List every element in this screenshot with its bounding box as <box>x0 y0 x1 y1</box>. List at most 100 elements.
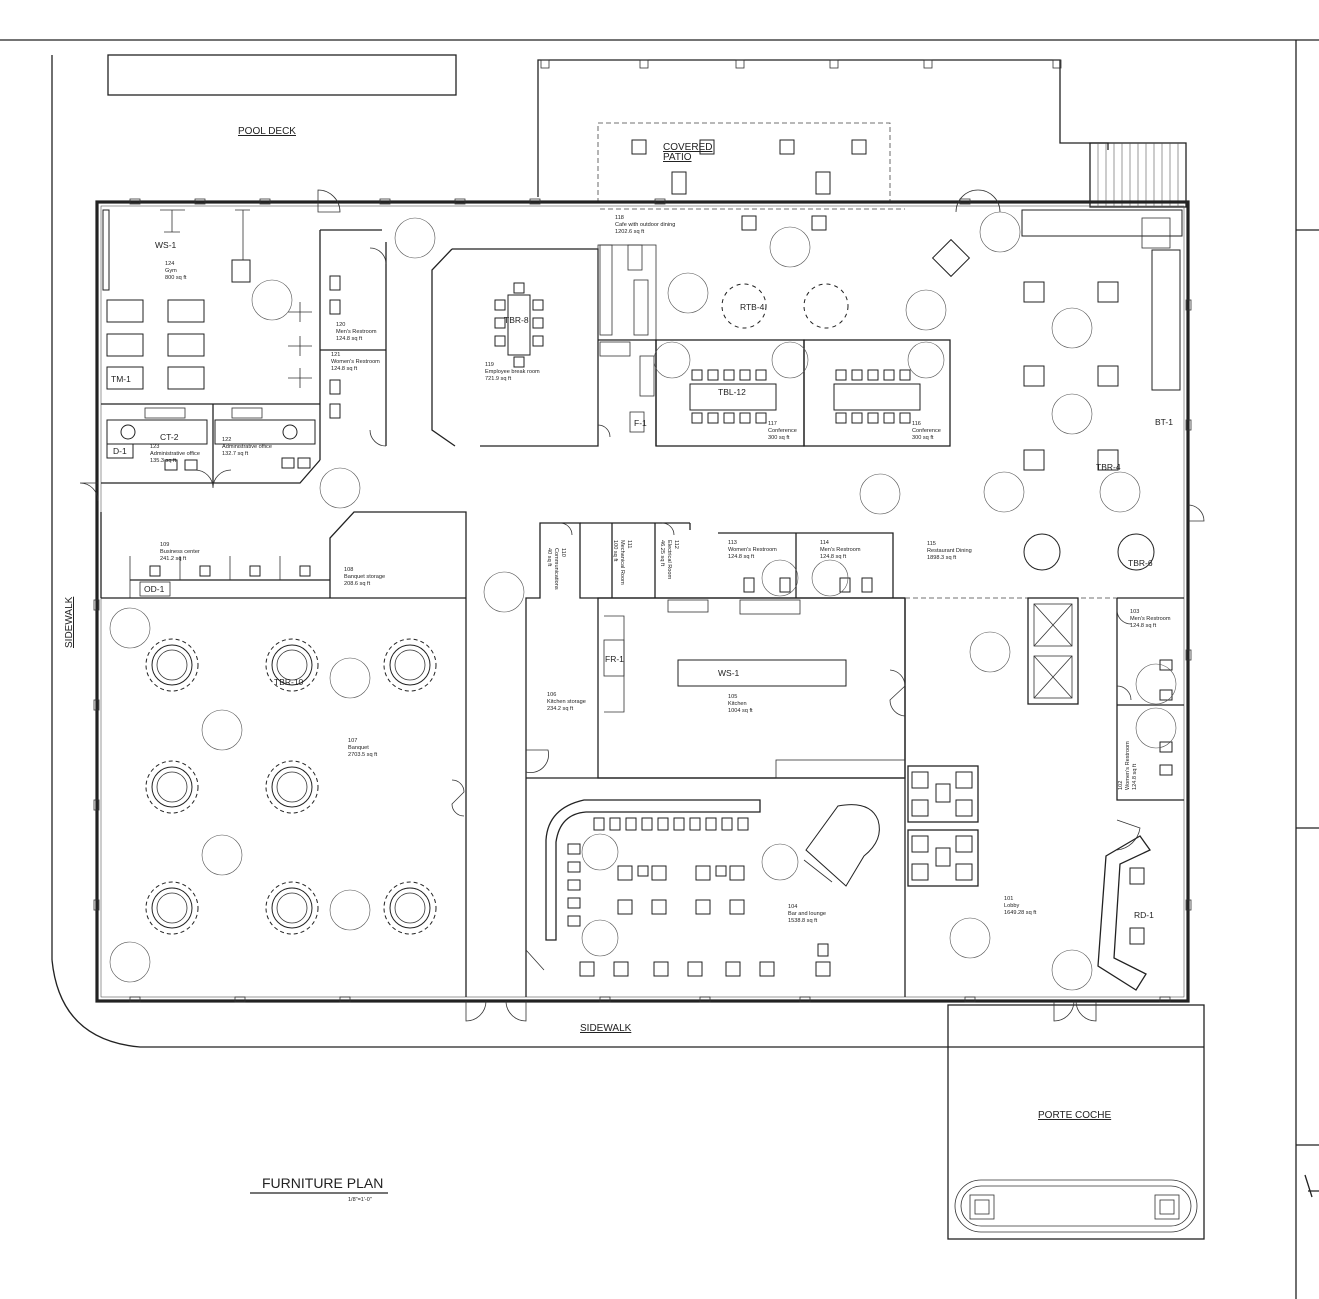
svg-text:Banquet storage: Banquet storage <box>344 574 385 580</box>
svg-text:Banquet: Banquet <box>348 745 369 751</box>
tag-bt1: BT-1 <box>1155 417 1173 427</box>
svg-text:118: 118 <box>615 215 624 221</box>
svg-text:Women's Restroom: Women's Restroom <box>1125 741 1131 790</box>
svg-text:Administrative office: Administrative office <box>150 451 200 457</box>
break-room-table <box>494 282 544 368</box>
window-markers <box>93 198 1192 1003</box>
room-121-label: 121 Women's Restroom 124.8 sq ft <box>331 352 380 372</box>
banquet-tables <box>145 638 437 935</box>
room-116-label: 116 Conference 300 sq ft <box>912 421 941 441</box>
elevators <box>1027 597 1079 705</box>
outside-labels: POOL DECK SIDEWALK SIDEWALK COVERED PATI… <box>64 126 1111 1121</box>
tag-rd1: RD-1 <box>1134 910 1154 920</box>
svg-text:109: 109 <box>160 542 169 548</box>
plan-scale: 1/8"=1'-0" <box>348 1197 372 1203</box>
svg-text:Bar and lounge: Bar and lounge <box>788 911 826 917</box>
porte-coche-label: PORTE COCHE <box>1038 1110 1111 1121</box>
tag-d1: D-1 <box>113 446 127 456</box>
svg-text:111: 111 <box>626 540 632 549</box>
svg-text:105: 105 <box>728 694 737 700</box>
tag-tbr4: TBR-4 <box>1096 462 1121 472</box>
sheet-border <box>0 39 1319 1299</box>
svg-text:106: 106 <box>547 692 556 698</box>
svg-text:Kitchen: Kitchen <box>728 701 747 707</box>
svg-text:Employee break room: Employee break room <box>485 369 540 375</box>
svg-text:113: 113 <box>728 540 737 546</box>
svg-text:208.6 sq ft: 208.6 sq ft <box>344 581 371 587</box>
room-110-label: 110 Communications 40 sq ft <box>546 548 566 590</box>
svg-text:800 sq ft: 800 sq ft <box>165 275 187 281</box>
restaurant-dining-tables <box>931 209 1183 571</box>
svg-text:Women's Restroom: Women's Restroom <box>728 547 777 553</box>
svg-text:Restaurant Dining: Restaurant Dining <box>927 548 972 554</box>
reception-desk <box>1097 835 1151 991</box>
conference-tables <box>689 369 921 424</box>
svg-text:124.8 sq ft: 124.8 sq ft <box>1130 623 1157 629</box>
svg-text:721.9 sq ft: 721.9 sq ft <box>485 376 512 382</box>
tag-rtb4: RTB-4 <box>740 302 765 312</box>
svg-text:100 sq ft: 100 sq ft <box>612 540 618 562</box>
svg-text:120: 120 <box>336 322 345 328</box>
tag-od1: OD-1 <box>144 584 165 594</box>
svg-text:117: 117 <box>768 421 777 427</box>
room-102-label: 102 Women's Restroom 124.8 sq ft <box>1118 741 1138 790</box>
room-109-label: 109 Business center 241.2 sq ft <box>160 542 200 562</box>
svg-text:112: 112 <box>673 540 679 549</box>
svg-text:124.8 sq ft: 124.8 sq ft <box>1132 763 1138 790</box>
svg-text:1649.28 sq ft: 1649.28 sq ft <box>1004 910 1037 916</box>
svg-text:124.8 sq ft: 124.8 sq ft <box>728 554 755 560</box>
room-108-label: 108 Banquet storage 208.6 sq ft <box>344 567 385 587</box>
furniture-tags: WS-1 TM-1 D-1 CT-2 TBR-8 TBL-12 RTB-4 OD… <box>111 240 1173 920</box>
covered-patio-label-2: PATIO <box>663 152 692 163</box>
room-123-label: 123 Administrative office 135.3 sq ft <box>150 444 200 464</box>
svg-text:121: 121 <box>331 352 340 358</box>
sidewalk-left-label: SIDEWALK <box>64 596 75 648</box>
svg-text:Men's Restroom: Men's Restroom <box>1130 616 1171 622</box>
svg-text:Communications: Communications <box>553 548 559 590</box>
svg-text:108: 108 <box>344 567 353 573</box>
svg-text:Gym: Gym <box>165 268 177 274</box>
bar-counter <box>545 799 761 941</box>
svg-text:123: 123 <box>150 444 159 450</box>
svg-text:124.8 sq ft: 124.8 sq ft <box>820 554 847 560</box>
svg-text:Lobby: Lobby <box>1004 903 1019 909</box>
room-119-label: 119 Employee break room 721.9 sq ft <box>485 362 540 382</box>
tag-fr1: FR-1 <box>605 654 624 664</box>
svg-text:300 sq ft: 300 sq ft <box>768 435 790 441</box>
svg-text:124.8 sq ft: 124.8 sq ft <box>331 366 358 372</box>
room-122-label: 122 Administrative office 132.7 sq ft <box>222 437 272 457</box>
room-labels: 124 Gym 800 sq ft 120 Men's Restroom 124… <box>150 215 1171 924</box>
svg-text:241.2 sq ft: 241.2 sq ft <box>160 556 187 562</box>
svg-text:104: 104 <box>788 904 797 910</box>
svg-text:114: 114 <box>820 540 829 546</box>
svg-text:110: 110 <box>560 548 566 557</box>
plan-title: FURNITURE PLAN <box>262 1175 383 1191</box>
door-swings <box>79 189 1205 1022</box>
room-114-label: 114 Men's Restroom 124.8 sq ft <box>820 540 861 560</box>
exterior-stairs <box>1089 142 1187 208</box>
tag-ws1-gym: WS-1 <box>155 240 177 250</box>
svg-text:102: 102 <box>1118 781 1124 790</box>
room-117-label: 117 Conference 300 sq ft <box>768 421 797 441</box>
tag-ct2: CT-2 <box>160 432 179 442</box>
room-103-label: 103 Men's Restroom 124.8 sq ft <box>1130 609 1171 629</box>
room-105-label: 105 Kitchen 1004 sq ft <box>728 694 753 714</box>
svg-text:Women's Restroom: Women's Restroom <box>331 359 380 365</box>
room-120-label: 120 Men's Restroom 124.8 sq ft <box>336 322 377 342</box>
tag-tbl12: TBL-12 <box>718 387 746 397</box>
restroom-fixtures <box>329 275 1173 776</box>
kitchen-equipment <box>603 615 847 713</box>
interior-walls <box>100 208 1184 997</box>
svg-text:1004 sq ft: 1004 sq ft <box>728 708 753 714</box>
svg-text:Electrical Room: Electrical Room <box>666 540 672 580</box>
gym-equipment <box>102 209 312 390</box>
room-113-label: 113 Women's Restroom 124.8 sq ft <box>728 540 777 560</box>
tag-tbr8: TBR-8 <box>504 315 529 325</box>
svg-text:Business center: Business center <box>160 549 200 555</box>
svg-text:1538.8 sq ft: 1538.8 sq ft <box>788 918 818 924</box>
room-118-label: 118 Cafe with outdoor dining 1202.6 sq f… <box>615 215 675 235</box>
room-101-label: 101 Lobby 1649.28 sq ft <box>1004 896 1037 916</box>
svg-text:115: 115 <box>927 541 936 547</box>
clearance-circles <box>109 211 1177 991</box>
svg-text:2703.5 sq ft: 2703.5 sq ft <box>348 752 378 758</box>
